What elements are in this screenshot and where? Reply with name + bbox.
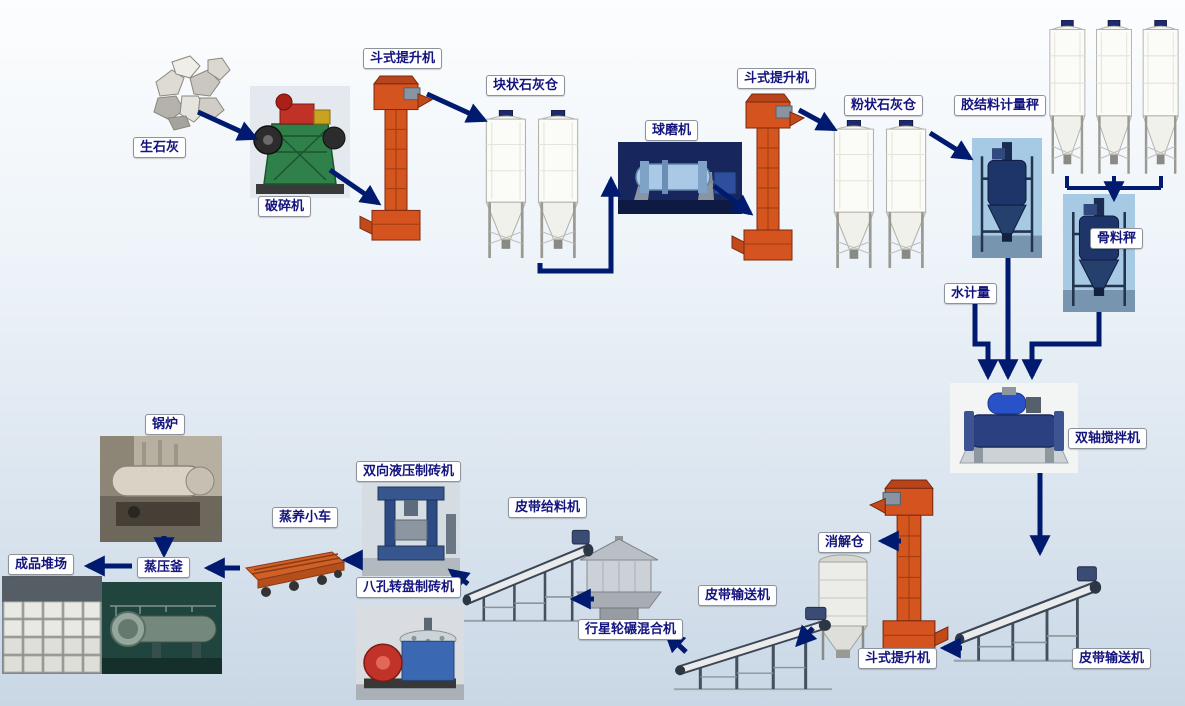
label-binder-scale: 胶结料计量秤 — [954, 95, 1047, 116]
label-belt-feeder: 皮带给料机 — [508, 497, 588, 518]
belt-conveyor-middle-image — [672, 605, 834, 691]
label-crusher: 破碎机 — [258, 196, 312, 217]
flow-arrow — [928, 130, 974, 161]
label-water-meter: 水计量 — [944, 283, 998, 304]
hydraulic-press-image — [362, 484, 460, 576]
label-product-yard: 成品堆场 — [8, 554, 75, 575]
product-yard-image — [2, 576, 102, 674]
label-hydraulic-press: 双向液压制砖机 — [356, 461, 462, 482]
jaw-crusher-image — [250, 86, 350, 198]
powder-lime-silos-image — [832, 120, 928, 270]
flow-arrow — [425, 91, 488, 123]
twin-shaft-mixer-image — [950, 383, 1078, 473]
binder-scale-image — [972, 138, 1042, 258]
label-rotary-press: 八孔转盘制砖机 — [356, 577, 462, 598]
label-powder-lime-silo: 粉状石灰仓 — [844, 95, 924, 116]
label-aggregate-scale: 骨料秤 — [1090, 228, 1144, 249]
ball-mill-image — [618, 142, 742, 214]
aggregate-scale-image — [1063, 194, 1135, 312]
rotary-press-image — [356, 606, 464, 700]
bucket-elevator-2-image — [731, 93, 805, 261]
boiler-image — [100, 436, 222, 542]
steam-cart-image — [245, 551, 345, 598]
label-digestion-silo: 消解仓 — [818, 532, 872, 553]
flow-arrow — [972, 303, 999, 381]
label-bucket-elevator-3: 斗式提升机 — [858, 648, 938, 669]
label-steam-cart: 蒸养小车 — [272, 507, 339, 528]
quicklime-rocks-image — [153, 55, 231, 131]
label-twin-shaft-mixer: 双轴搅拌机 — [1068, 428, 1148, 449]
lump-lime-silos-image — [484, 110, 580, 260]
bucket-elevator-3-image — [869, 479, 949, 653]
label-belt-conveyor-right: 皮带输送机 — [1072, 648, 1152, 669]
aggregate-silos-image — [1048, 20, 1180, 176]
autoclave-image — [100, 582, 222, 674]
label-bucket-elevator-2: 斗式提升机 — [737, 68, 817, 89]
label-bucket-elevator-1: 斗式提升机 — [363, 48, 443, 69]
label-planetary-mixer: 行星轮碾混合机 — [578, 619, 684, 640]
label-ball-mill: 球磨机 — [645, 120, 699, 141]
flow-arrow — [1021, 312, 1102, 381]
belt-feeder-image — [460, 528, 596, 623]
bucket-elevator-1-image — [359, 75, 433, 241]
label-autoclave: 蒸压釜 — [137, 557, 191, 578]
label-boiler: 锅炉 — [145, 414, 186, 435]
label-lump-lime-silo: 块状石灰仓 — [486, 75, 566, 96]
label-quicklime: 生石灰 — [133, 137, 187, 158]
label-belt-conveyor-middle: 皮带输送机 — [698, 585, 778, 606]
